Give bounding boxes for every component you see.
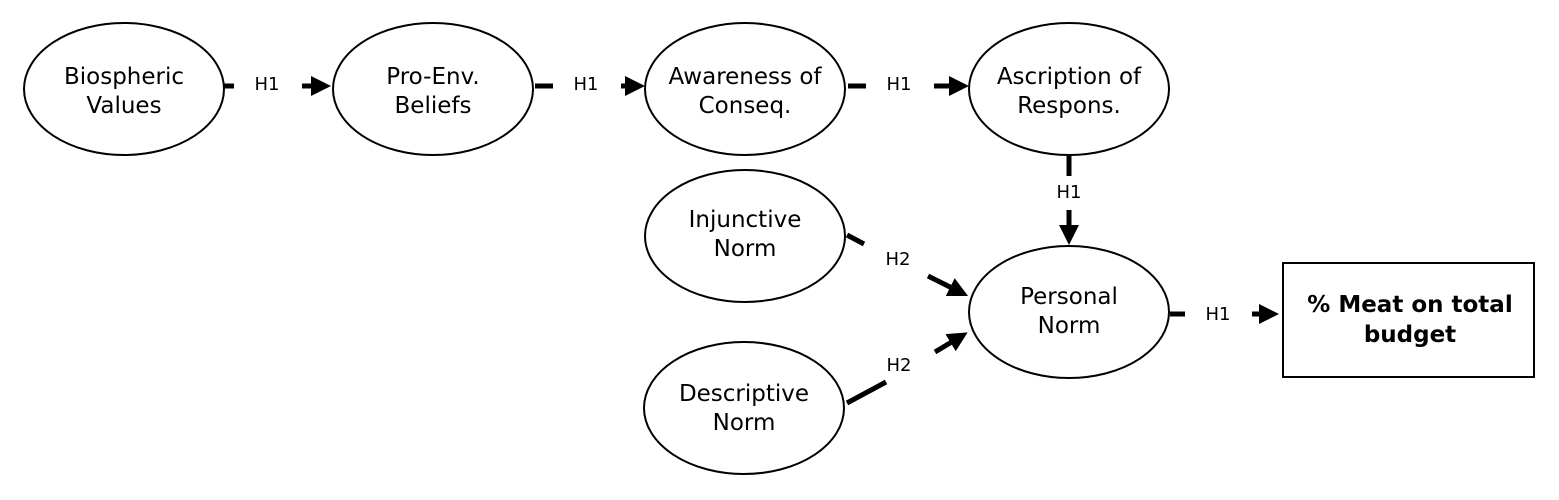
node-descriptive-norm-line1: Descriptive [679,381,809,407]
node-pro-env-beliefs-line1: Pro-Env. [386,64,479,90]
node-ascription-of-respons-line2: Respons. [1017,93,1121,119]
node-ascription-of-respons: Ascription of Respons. [968,22,1170,156]
node-awareness-of-conseq: Awareness of Conseq. [644,22,846,156]
edge-label-awareness-ascription: H1 [887,74,912,95]
edge-injunctive-to-personal: H2 [845,232,969,297]
edge-label-beliefs-awareness: H1 [574,74,599,95]
edge-ascription-to-personal: H1 [1057,156,1082,245]
edge-label-personal-meat: H1 [1206,304,1231,325]
node-awareness-of-conseq-line2: Conseq. [699,93,792,119]
node-biospheric-values: Biospheric Values [23,22,225,156]
node-pro-env-beliefs: Pro-Env. Beliefs [332,22,534,156]
node-descriptive-norm: Descriptive Norm [643,341,845,475]
edge-label-descriptive-personal: H2 [887,355,912,376]
edge-awareness-to-ascription: H1 [848,74,969,96]
node-injunctive-norm: Injunctive Norm [644,169,846,303]
node-injunctive-norm-line1: Injunctive [689,207,802,233]
edge-personal-to-meat: H1 [1170,304,1279,325]
node-personal-norm-line2: Norm [1038,313,1101,339]
node-meat-budget-line2: budget [1364,322,1456,348]
node-injunctive-norm-line2: Norm [714,236,777,262]
node-meat-budget-line1: % Meat on total [1307,292,1512,318]
edge-descriptive-to-personal: H2 [845,332,968,406]
node-personal-norm: Personal Norm [968,245,1170,379]
node-descriptive-norm-line2: Norm [713,410,776,436]
node-personal-norm-line1: Personal [1020,284,1118,310]
edge-label-injunctive-personal: H2 [886,249,911,270]
node-pro-env-beliefs-line2: Beliefs [395,93,472,119]
node-awareness-of-conseq-line1: Awareness of [669,64,823,90]
node-biospheric-values-line1: Biospheric [64,64,184,90]
edge-beliefs-to-awareness: H1 [535,74,645,96]
node-ascription-of-respons-line1: Ascription of [997,64,1142,90]
edge-label-ascription-personal: H1 [1057,182,1082,203]
edge-values-to-beliefs: H1 [224,74,331,96]
node-meat-budget: % Meat on total budget [1282,262,1535,378]
node-biospheric-values-line2: Values [86,93,161,119]
edge-label-values-beliefs: H1 [255,74,280,95]
